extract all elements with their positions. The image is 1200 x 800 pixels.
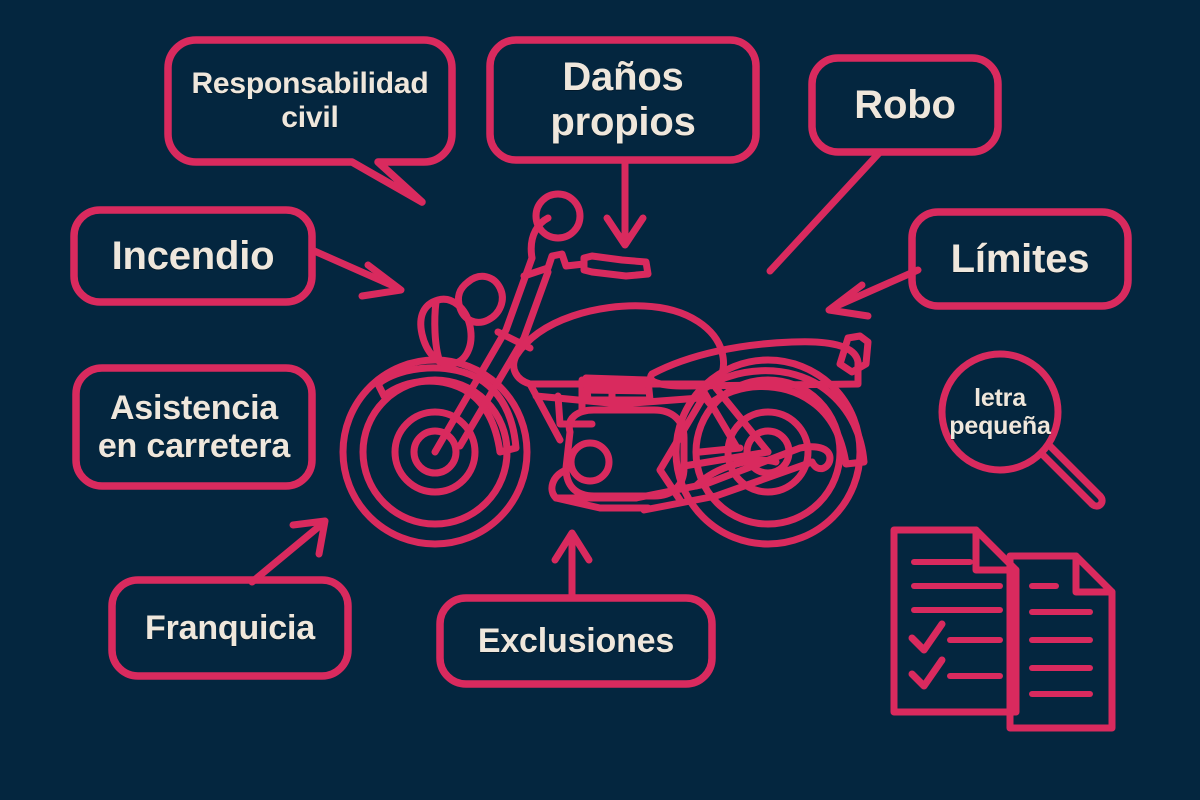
connector-franquicia-arrow bbox=[248, 517, 329, 586]
label-responsabilidad-civil[interactable]: Responsabilidad civil bbox=[168, 40, 452, 162]
magnifying-glass-icon bbox=[938, 350, 1106, 510]
label-asistencia-en-carretera-text: Asistencia en carretera bbox=[97, 388, 291, 465]
label-asistencia-en-carretera[interactable]: Asistencia en carretera bbox=[76, 368, 312, 486]
label-franquicia-text: Franquicia bbox=[145, 608, 315, 647]
connector-exclusiones-arrow bbox=[551, 529, 593, 600]
label-limites[interactable]: Límites bbox=[912, 212, 1128, 306]
label-limites-text: Límites bbox=[950, 236, 1090, 281]
documents-checklist-icon bbox=[890, 526, 1116, 732]
callout-shape-incendio[interactable] bbox=[70, 206, 316, 306]
connector-limites-arrow bbox=[825, 266, 922, 320]
callout-shape-responsabilidad-civil[interactable] bbox=[164, 36, 456, 206]
label-exclusiones-text: Exclusiones bbox=[477, 621, 675, 660]
callout-shape-franquicia[interactable] bbox=[108, 576, 352, 680]
connector-danos-propios-arrow bbox=[603, 156, 647, 249]
callout-shape-asistencia[interactable] bbox=[72, 364, 316, 490]
connector-robo-line bbox=[766, 148, 884, 275]
label-incendio[interactable]: Incendio bbox=[74, 210, 312, 302]
label-robo[interactable]: Robo bbox=[812, 58, 998, 152]
motorcycle-illustration bbox=[339, 190, 872, 548]
label-franquicia[interactable]: Franquicia bbox=[112, 580, 348, 676]
connector-incendio-arrow bbox=[308, 246, 405, 300]
label-letra-pequena-text: letra pequeña bbox=[949, 384, 1051, 440]
label-robo-text: Robo bbox=[854, 82, 956, 127]
label-responsabilidad-civil-text: Responsabilidad civil bbox=[191, 67, 429, 134]
label-letra-pequena[interactable]: letra pequeña bbox=[944, 364, 1056, 460]
label-danos-propios[interactable]: Daños propios bbox=[490, 40, 756, 160]
callout-shape-robo[interactable] bbox=[808, 54, 1002, 156]
callout-shape-exclusiones[interactable] bbox=[436, 594, 716, 688]
callout-shape-limites[interactable] bbox=[908, 208, 1132, 310]
label-incendio-text: Incendio bbox=[111, 233, 275, 278]
label-danos-propios-text: Daños propios bbox=[550, 55, 696, 144]
label-exclusiones[interactable]: Exclusiones bbox=[440, 598, 712, 684]
